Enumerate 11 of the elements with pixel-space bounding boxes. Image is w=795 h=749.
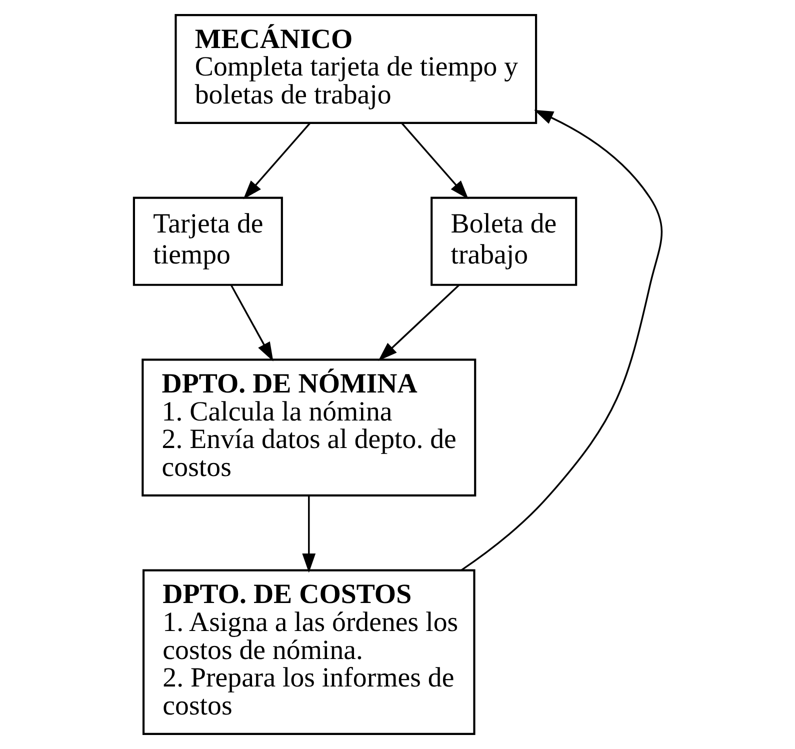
node-box: DPTO. DE NÓMINA 1. Calcula la nómina 2. Envía datos al depto. de costos <box>141 358 476 497</box>
node-box: DPTO. DE COSTOS 1. Asigna a las órdenes los costos de nómina. 2. Prepara los informes de costos <box>142 569 475 735</box>
arrow <box>302 496 316 573</box>
arrow <box>378 284 460 361</box>
arrow <box>460 110 662 571</box>
arrow <box>400 122 468 200</box>
node-box: Tarjeta de tiempo <box>132 196 282 286</box>
arrow <box>242 122 310 200</box>
arrow <box>230 284 273 362</box>
node-box: MECÁNICO Completa tarjeta de tiempo y boletas de trabajo <box>174 14 537 124</box>
node-box: Boleta de trabajo <box>430 196 577 286</box>
